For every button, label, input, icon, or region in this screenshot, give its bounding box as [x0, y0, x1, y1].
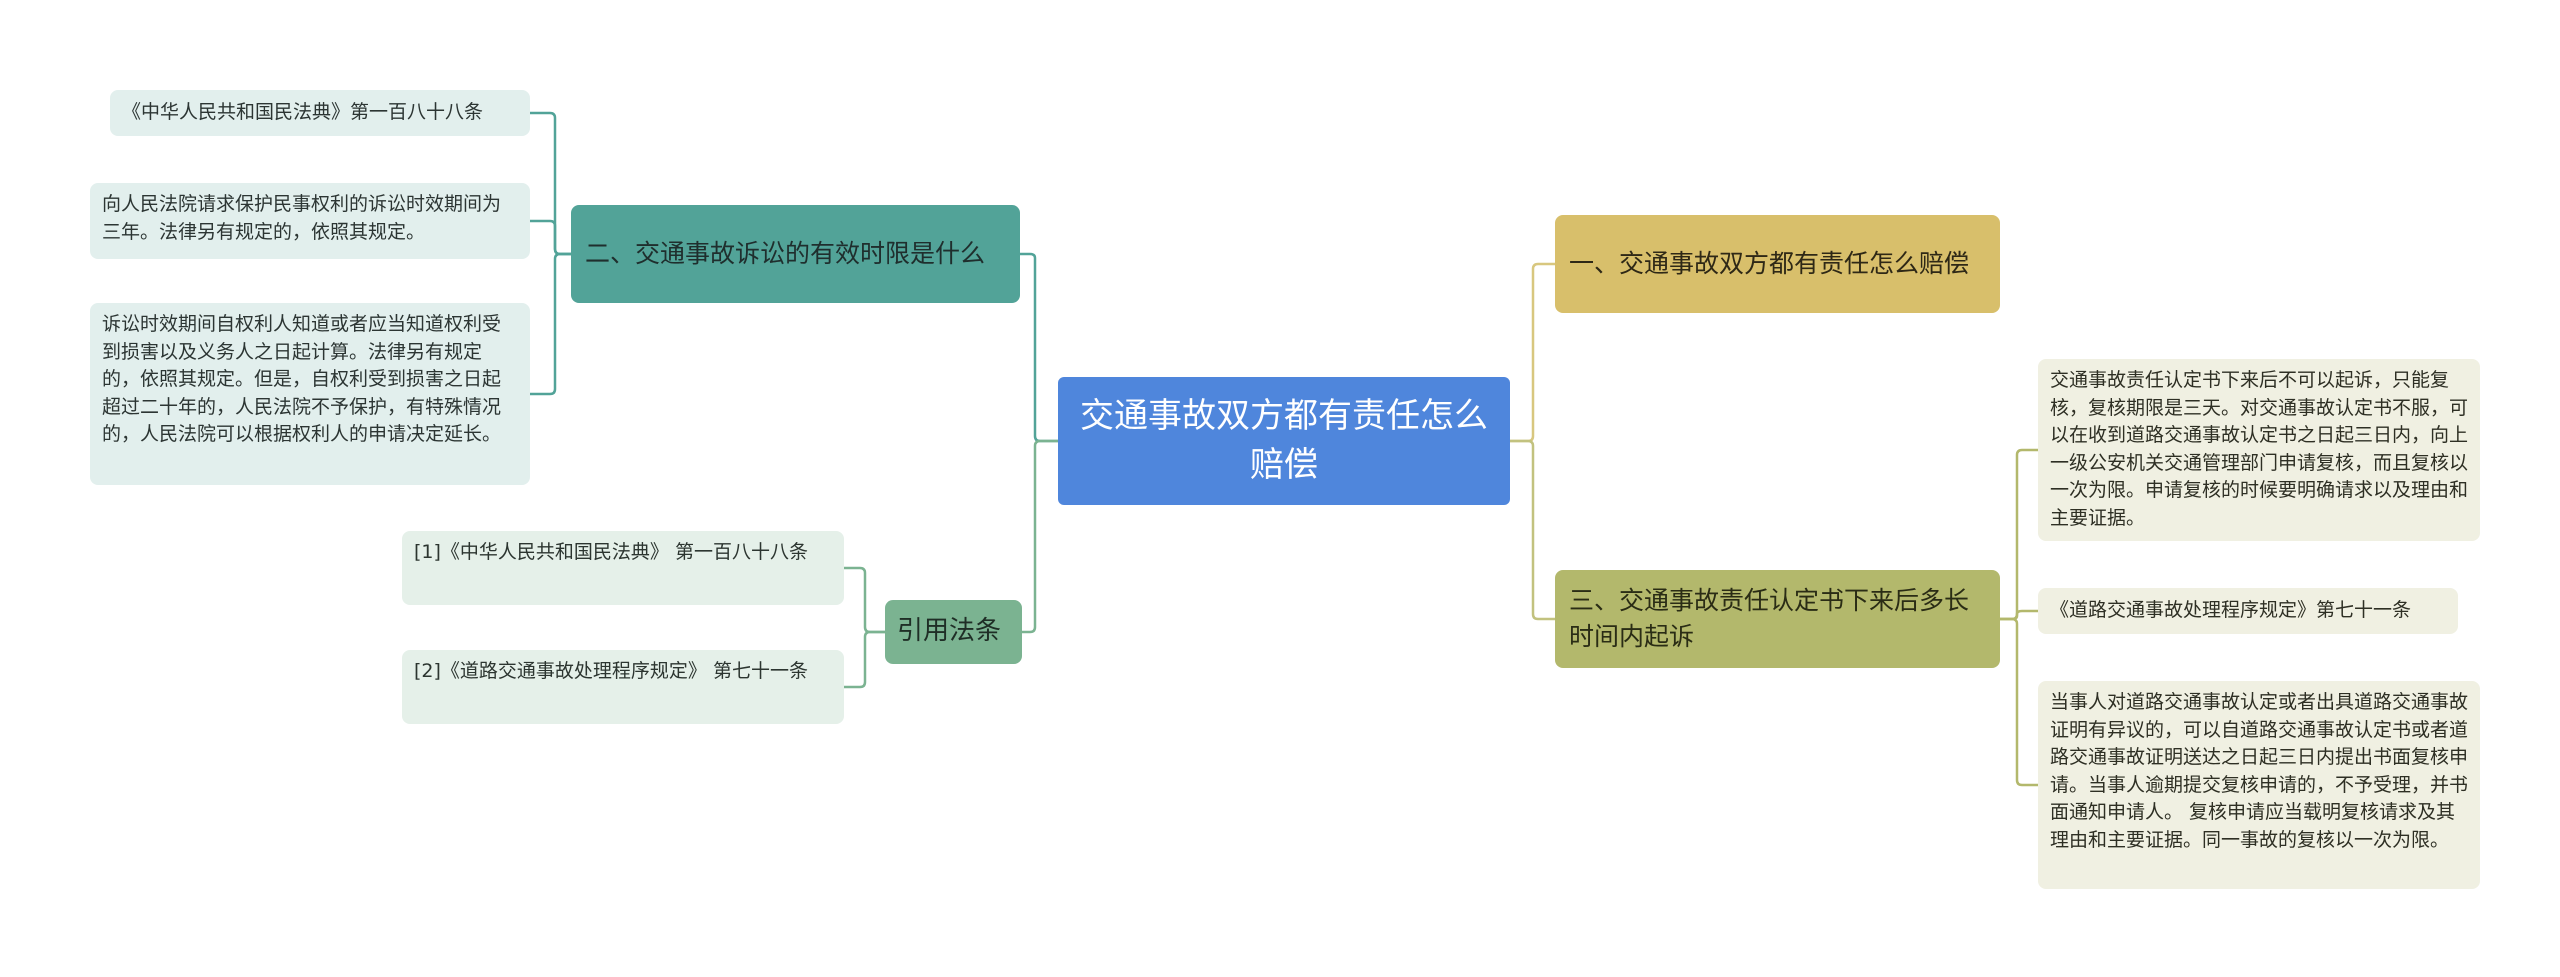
leaf-statute-1-text: 《中华人民共和国民法典》第一百八十八条 — [122, 101, 484, 124]
leaf-deadline-1[interactable]: 交通事故责任认定书下来后不可以起诉，只能复核，复核期限是三天。对交通事故认定书不… — [2038, 359, 2480, 541]
link-statute-leaf-2 — [530, 219, 571, 256]
leaf-statute-2[interactable]: 向人民法院请求保护民事权利的诉讼时效期间为三年。法律另有规定的，依照其规定。 — [90, 183, 530, 259]
branch-deadline-label: 三、交通事故责任认定书下来后多长时间内起诉 — [1569, 585, 1970, 651]
link-root-statute — [1020, 252, 1058, 443]
link-root-deadline — [1510, 439, 1555, 621]
branch-cited-laws-label: 引用法条 — [897, 616, 1002, 647]
leaf-statute-3-text: 诉讼时效期间自权利人知道或者应当知道权利受到损害以及义务人之日起计算。法律另有规… — [102, 313, 502, 446]
link-deadline-leaf-3 — [2000, 617, 2038, 787]
leaf-statute-3[interactable]: 诉讼时效期间自权利人知道或者应当知道权利受到损害以及义务人之日起计算。法律另有规… — [90, 303, 530, 485]
branch-statute-of-limitations[interactable]: 二、交通事故诉讼的有效时限是什么 — [571, 205, 1020, 303]
branch-statute-label: 二、交通事故诉讼的有效时限是什么 — [585, 238, 986, 268]
link-deadline-leaf-1 — [2000, 448, 2038, 621]
link-statute-leaf-1 — [530, 111, 571, 256]
leaf-deadline-3[interactable]: 当事人对道路交通事故认定或者出具道路交通事故证明有异议的，可以自道路交通事故认定… — [2038, 681, 2480, 889]
link-cited-leaf-1 — [844, 566, 885, 634]
leaf-cited-law-1-text: [1]《中华人民共和国民法典》 第一百八十八条 — [414, 541, 808, 563]
leaf-statute-2-text: 向人民法院请求保护民事权利的诉讼时效期间为三年。法律另有规定的，依照其规定。 — [102, 193, 502, 243]
leaf-deadline-3-text: 当事人对道路交通事故认定或者出具道路交通事故证明有异议的，可以自道路交通事故认定… — [2050, 691, 2469, 851]
branch-lawsuit-deadline[interactable]: 三、交通事故责任认定书下来后多长时间内起诉 — [1555, 570, 2000, 668]
branch-compensation[interactable]: 一、交通事故双方都有责任怎么赔偿 — [1555, 215, 2000, 313]
leaf-deadline-1-text: 交通事故责任认定书下来后不可以起诉，只能复核，复核期限是三天。对交通事故认定书不… — [2050, 369, 2469, 529]
root-topic[interactable]: 交通事故双方都有责任怎么赔偿 — [1058, 377, 1510, 505]
branch-compensation-label: 一、交通事故双方都有责任怎么赔偿 — [1569, 248, 1970, 278]
link-statute-leaf-3 — [530, 252, 571, 396]
leaf-cited-law-1[interactable]: [1]《中华人民共和国民法典》 第一百八十八条 — [402, 531, 844, 605]
link-cited-leaf-2 — [844, 630, 885, 689]
root-topic-label: 交通事故双方都有责任怎么赔偿 — [1080, 395, 1488, 485]
leaf-cited-law-2-text: [2]《道路交通事故处理程序规定》 第七十一条 — [414, 660, 808, 682]
link-root-cited — [1022, 439, 1058, 634]
leaf-statute-1[interactable]: 《中华人民共和国民法典》第一百八十八条 — [110, 90, 530, 136]
branch-cited-laws[interactable]: 引用法条 — [885, 600, 1022, 664]
leaf-deadline-2[interactable]: 《道路交通事故处理程序规定》第七十一条 — [2038, 588, 2458, 634]
leaf-deadline-2-text: 《道路交通事故处理程序规定》第七十一条 — [2050, 599, 2412, 622]
link-root-compensation — [1510, 262, 1555, 443]
leaf-cited-law-2[interactable]: [2]《道路交通事故处理程序规定》 第七十一条 — [402, 650, 844, 724]
